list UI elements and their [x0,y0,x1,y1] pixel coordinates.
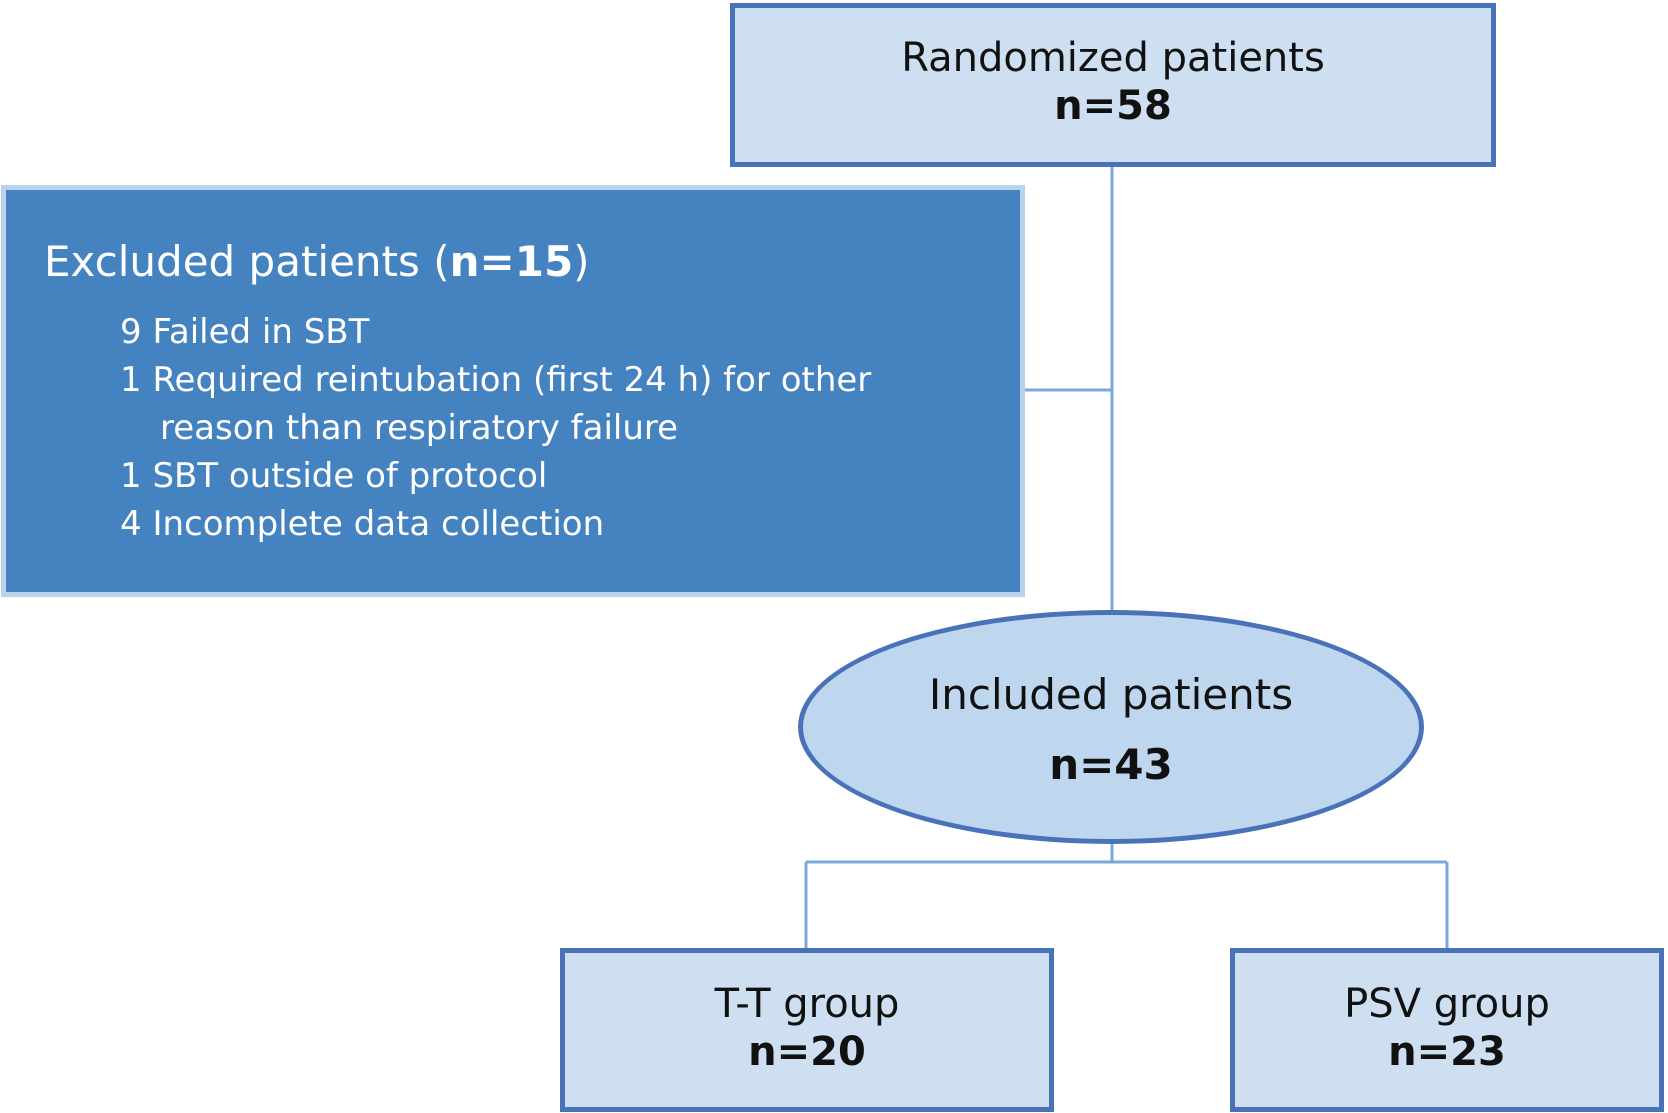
exclusion-reason-text: 1 SBT outside of protocol [120,456,548,496]
excluded-title-prefix: Excluded patients ( [44,237,450,286]
randomized-count: n=58 [1054,83,1172,129]
excluded-patients-box: Excluded patients (n=15) 9 Failed in SBT… [1,185,1025,597]
tt-group-count: n=20 [748,1029,866,1075]
psv-group-count: n=23 [1388,1029,1506,1075]
tt-group-box: T-T group n=20 [560,948,1054,1112]
included-patients-ellipse: Included patients n=43 [798,610,1424,844]
psv-group-label: PSV group [1344,981,1550,1027]
excluded-title: Excluded patients (n=15) [44,236,1020,288]
exclusion-reason: 1 Required reintubation (first 24 h) for… [120,356,1020,452]
exclusion-reason: 4 Incomplete data collection [120,500,1020,548]
included-label: Included patients [928,670,1294,719]
randomized-patients-box: Randomized patients n=58 [730,3,1496,167]
psv-group-box: PSV group n=23 [1230,948,1664,1112]
tt-group-label: T-T group [714,981,900,1027]
excluded-count: n=15 [449,237,574,286]
exclusion-reason-text: 1 Required reintubation (first 24 h) for… [120,360,872,400]
exclusion-reason-continuation: reason than respiratory failure [160,408,679,448]
randomized-label: Randomized patients [901,35,1325,81]
exclusion-reason: 1 SBT outside of protocol [120,452,1020,500]
exclusion-reason-text: 4 Incomplete data collection [120,504,605,544]
included-count: n=43 [1049,740,1173,789]
exclusion-reason-text: 9 Failed in SBT [120,312,370,352]
exclusion-reason: 9 Failed in SBT [120,308,1020,356]
excluded-title-suffix: ) [573,237,590,286]
exclusion-reasons-list: 9 Failed in SBT 1 Required reintubation … [44,308,1020,548]
